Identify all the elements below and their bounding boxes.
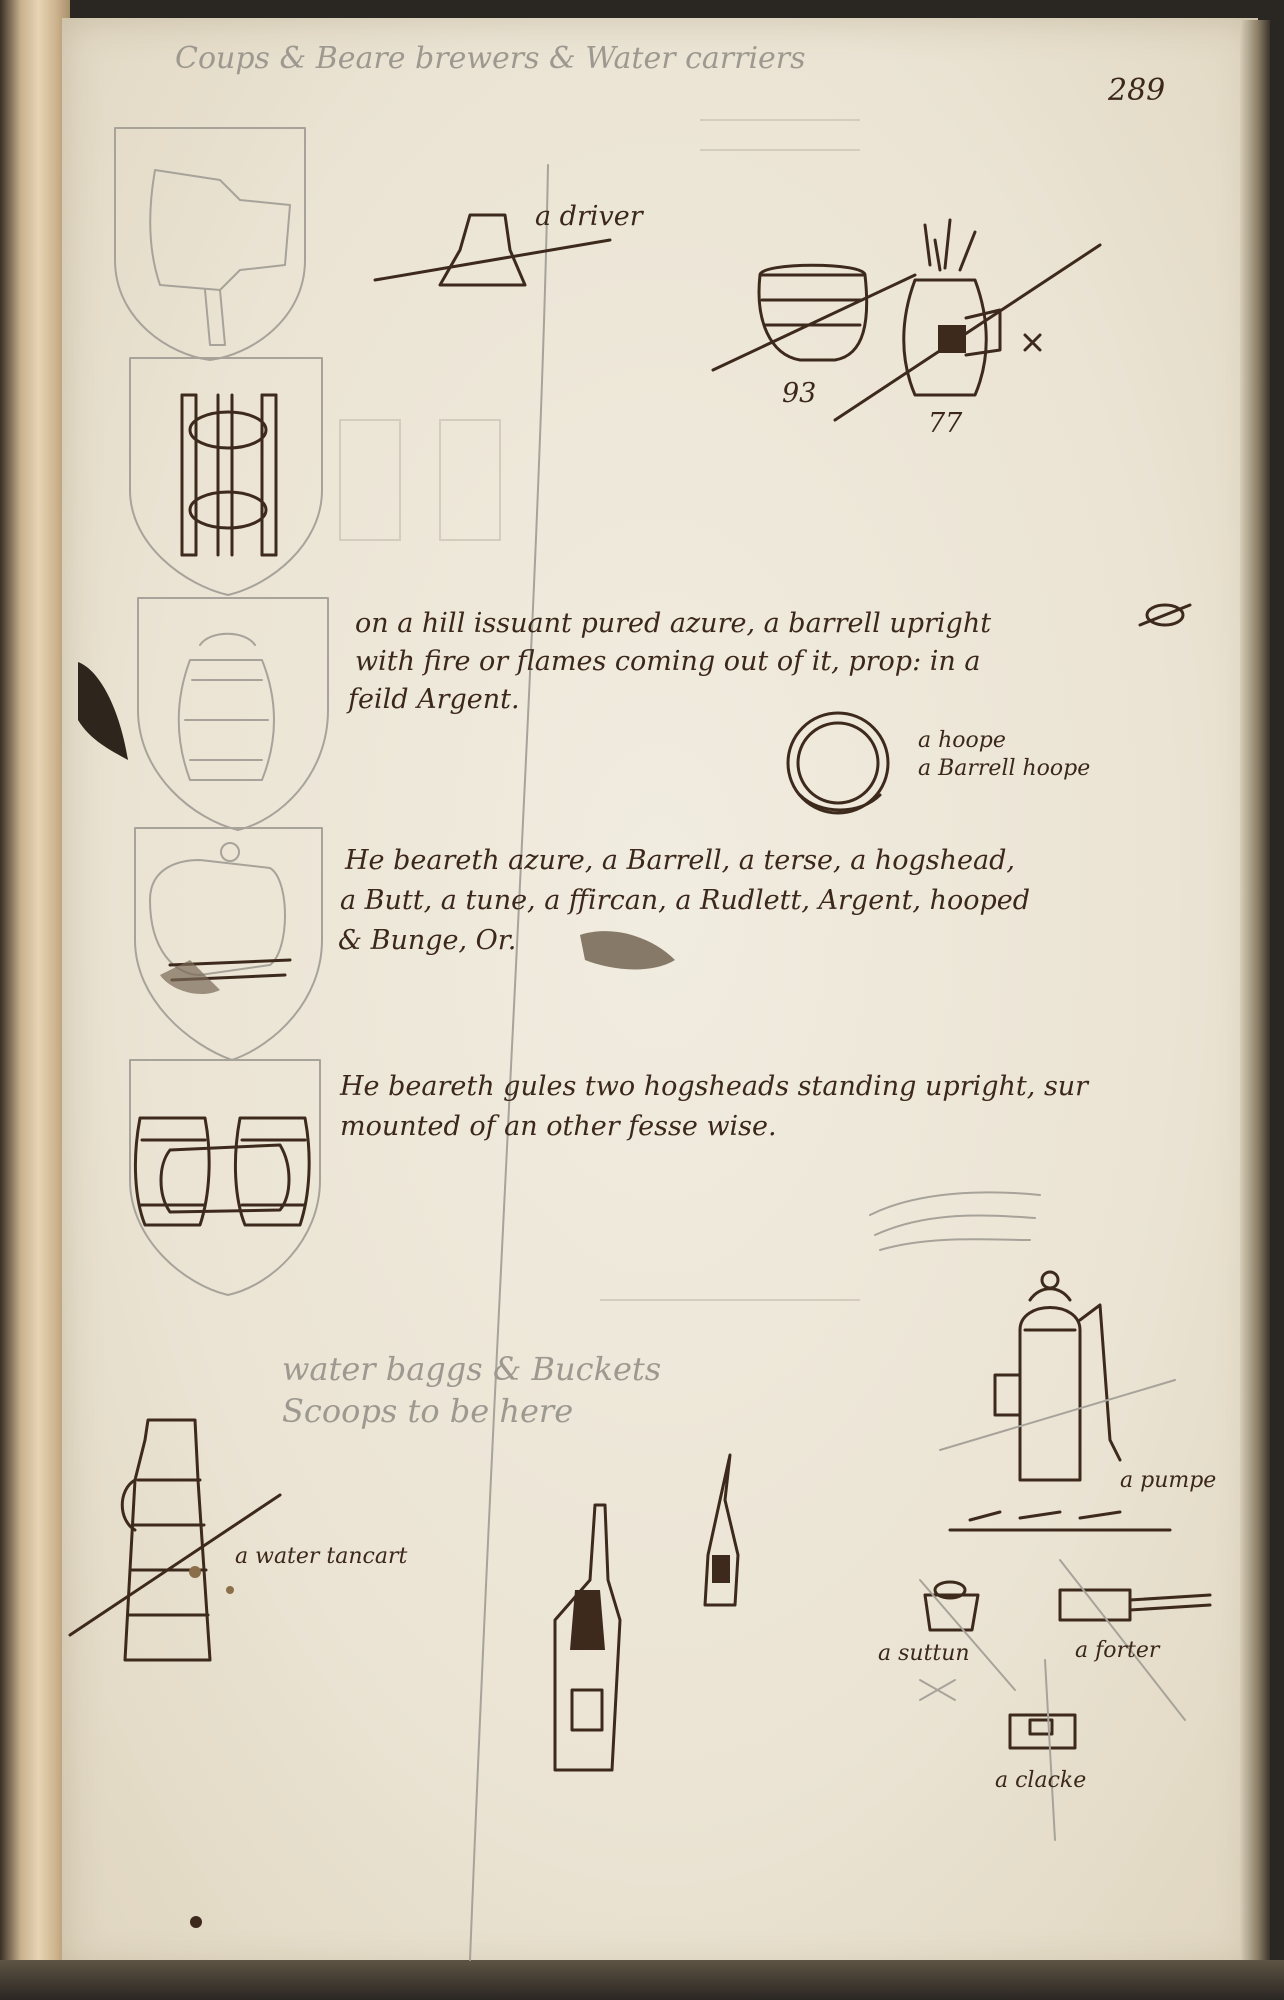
forter-drawing: [1058, 1559, 1212, 1721]
label-pumpe: a pumpe: [1120, 1468, 1217, 1493]
flaming-barrel-drawing: [833, 218, 1102, 422]
shield-axe: [114, 127, 306, 361]
pencil-scribble: [869, 1191, 1041, 1251]
blazon-2-line-1: He beareth azure, a Barrell, a terse, a …: [345, 845, 1015, 876]
label-clacke: a clacke: [995, 1768, 1087, 1793]
label-suttun: a suttun: [878, 1641, 970, 1666]
book-spine-edge: [0, 0, 70, 2000]
hoop-drawing: [786, 711, 890, 815]
shield-barrel: [137, 597, 329, 831]
scribble-icon: [1138, 603, 1192, 627]
blazon-3-line-1: He beareth gules two hogsheads standing …: [340, 1071, 1089, 1102]
water-tancart-drawing: [68, 1418, 282, 1662]
blazon-2-line-2: a Butt, a tune, a ffircan, a Rudlett, Ar…: [340, 885, 1031, 916]
label-driver: a driver: [535, 201, 643, 232]
label-forter: a forter: [1075, 1638, 1160, 1663]
pencil-note-line-2: Scoops to be here: [282, 1392, 574, 1430]
manuscript-page: [62, 18, 1258, 1972]
label-77: 77: [928, 408, 963, 439]
bleed-through: [339, 119, 860, 1301]
leather-bottle-drawing: [553, 1503, 622, 1772]
blazon-1-line-1: on a hill issuant pured azure, a barrell…: [355, 608, 992, 639]
clacke-drawing: [1008, 1659, 1077, 1841]
shield-three-barrels: [129, 1059, 321, 1296]
page-title: Coups & Beare brewers & Water carriers: [175, 41, 806, 76]
suttun-drawing: [919, 1579, 1016, 1701]
blazon-3-line-2: mounted of an other fesse wise.: [340, 1111, 777, 1142]
margin-line: [469, 164, 549, 1961]
shield-barrel-sideways: [134, 827, 323, 1061]
ink-dot: [190, 1916, 202, 1928]
book-bottom-edge: [0, 1960, 1284, 2000]
page-number: 289: [1108, 73, 1166, 108]
blazon-1-line-3: feild Argent.: [348, 684, 520, 715]
blazon-1-line-2: with fire or flames coming out of it, pr…: [355, 646, 981, 677]
shield-ladder: [129, 357, 323, 596]
ink-smudge: [78, 662, 128, 760]
ink-blot: [580, 931, 675, 970]
blazon-2-line-3: & Bunge, Or.: [338, 925, 517, 956]
driver-drawing: [373, 213, 612, 287]
basket-drawing: [711, 263, 917, 372]
label-barrell-hoope: a Barrell hoope: [918, 756, 1091, 781]
label-water-tancart: a water tancart: [235, 1544, 408, 1569]
pump-drawing: [939, 1270, 1176, 1532]
page-right-edge: [1240, 20, 1270, 1970]
scoop-drawing: [703, 1453, 740, 1607]
label-hoope: a hoope: [918, 728, 1006, 753]
label-93: 93: [782, 378, 817, 409]
pencil-note-line-1: water baggs & Buckets: [282, 1350, 662, 1388]
